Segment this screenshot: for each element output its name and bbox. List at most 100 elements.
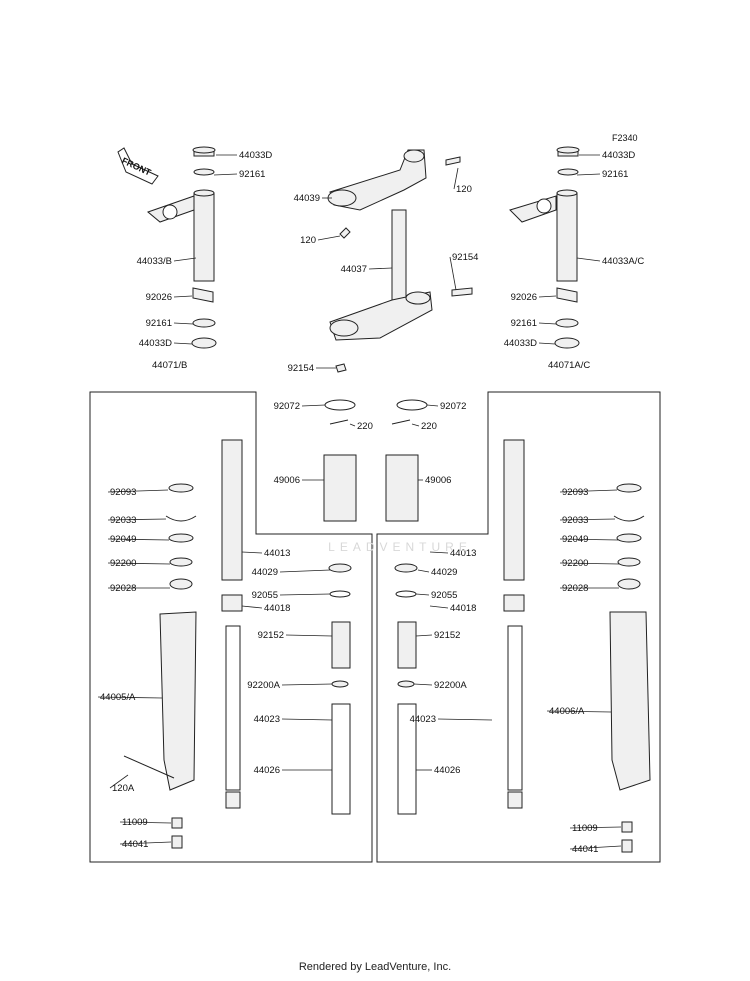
part-label-92072[interactable]: 92072 — [274, 401, 300, 412]
part-label-44041[interactable]: 44041 — [122, 839, 148, 850]
svg-text:44033A/C: 44033A/C — [602, 256, 644, 267]
svg-text:92055: 92055 — [252, 590, 278, 601]
leader-line — [546, 710, 612, 713]
footer-text: Rendered by LeadVenture, Inc. — [298, 961, 452, 973]
leader-line — [569, 826, 622, 829]
part-label-92161[interactable]: 92161 — [511, 318, 537, 329]
part-label-92154[interactable]: 92154 — [452, 252, 478, 263]
part-label-220[interactable]: 220 — [357, 421, 373, 432]
fork-springs-right — [394, 563, 418, 815]
svg-text:44033D: 44033D — [139, 338, 172, 349]
part-label-92055[interactable]: 92055 — [252, 590, 278, 601]
part-label-11009[interactable]: 11009 — [122, 817, 148, 828]
svg-text:92033: 92033 — [562, 515, 588, 526]
part-label-44006-a[interactable]: 44006/A — [549, 706, 585, 717]
leader-line — [281, 683, 333, 686]
part-label-49006[interactable]: 49006 — [425, 475, 451, 486]
svg-text:92200A: 92200A — [247, 680, 280, 691]
svg-text:92161: 92161 — [602, 169, 628, 180]
part-label-92026[interactable]: 92026 — [146, 292, 172, 303]
part-label-44026[interactable]: 44026 — [434, 765, 460, 776]
left-group-label[interactable]: 44071/B — [152, 360, 187, 371]
part-label-92049[interactable]: 92049 — [110, 534, 136, 545]
part-label-120[interactable]: 120 — [456, 184, 472, 195]
svg-text:120: 120 — [456, 184, 472, 195]
part-label-92033[interactable]: 92033 — [562, 515, 588, 526]
svg-text:92161: 92161 — [511, 318, 537, 329]
part-label-44033a-c[interactable]: 44033A/C — [602, 256, 644, 267]
part-label-220[interactable]: 220 — [421, 421, 437, 432]
part-label-44039[interactable]: 44039 — [294, 193, 320, 204]
svg-text:44037: 44037 — [341, 264, 367, 275]
svg-text:44041: 44041 — [122, 839, 148, 850]
leader-line — [107, 562, 171, 565]
svg-text:92093: 92093 — [110, 487, 136, 498]
part-label-49006[interactable]: 49006 — [274, 475, 300, 486]
right-group-label[interactable]: 44071A/C — [548, 360, 590, 371]
part-label-44023[interactable]: 44023 — [410, 714, 436, 725]
part-label-92049[interactable]: 92049 — [562, 534, 588, 545]
part-label-44023[interactable]: 44023 — [254, 714, 280, 725]
svg-text:220: 220 — [357, 421, 373, 432]
part-label-44029[interactable]: 44029 — [252, 567, 278, 578]
part-label-44026[interactable]: 44026 — [254, 765, 280, 776]
part-label-92161[interactable]: 92161 — [602, 169, 628, 180]
part-label-92152[interactable]: 92152 — [434, 630, 460, 641]
leader-line — [119, 841, 172, 845]
part-label-44029[interactable]: 44029 — [431, 567, 457, 578]
part-label-92200[interactable]: 92200 — [562, 558, 588, 569]
part-label-44033-b[interactable]: 44033/B — [137, 256, 172, 267]
svg-text:11009: 11009 — [572, 823, 598, 834]
leader-line — [107, 538, 170, 541]
part-label-44033d[interactable]: 44033D — [504, 338, 537, 349]
part-label-92026[interactable]: 92026 — [511, 292, 537, 303]
part-label-44033d[interactable]: 44033D — [602, 150, 635, 161]
part-label-92033[interactable]: 92033 — [110, 515, 136, 526]
part-label-92161[interactable]: 92161 — [239, 169, 265, 180]
part-label-92072[interactable]: 92072 — [440, 401, 466, 412]
part-label-92093[interactable]: 92093 — [110, 487, 136, 498]
part-label-44033d[interactable]: 44033D — [139, 338, 172, 349]
right-group-box — [376, 391, 661, 863]
part-label-44018[interactable]: 44018 — [264, 603, 290, 614]
part-label-92200a[interactable]: 92200A — [434, 680, 467, 691]
part-label-92161[interactable]: 92161 — [146, 318, 172, 329]
leader-line — [119, 821, 172, 824]
steering-stem — [329, 209, 473, 373]
svg-text:92152: 92152 — [258, 630, 284, 641]
part-label-44013[interactable]: 44013 — [264, 548, 290, 559]
svg-text:92093: 92093 — [562, 487, 588, 498]
svg-text:92026: 92026 — [511, 292, 537, 303]
svg-text:44033D: 44033D — [239, 150, 272, 161]
leader-line — [415, 634, 433, 637]
svg-text:44029: 44029 — [431, 567, 457, 578]
leader-line — [429, 551, 449, 554]
part-label-92200[interactable]: 92200 — [110, 558, 136, 569]
leader-line — [415, 593, 430, 596]
part-label-120a[interactable]: 120A — [112, 783, 135, 794]
part-label-92200a[interactable]: 92200A — [247, 680, 280, 691]
svg-text:92200: 92200 — [562, 558, 588, 569]
part-label-44041[interactable]: 44041 — [572, 844, 598, 855]
svg-text:44018: 44018 — [264, 603, 290, 614]
part-label-92055[interactable]: 92055 — [431, 590, 457, 601]
part-label-44037[interactable]: 44037 — [341, 264, 367, 275]
part-label-92028[interactable]: 92028 — [562, 583, 588, 594]
svg-text:92161: 92161 — [146, 318, 172, 329]
part-label-92154[interactable]: 92154 — [288, 363, 314, 374]
part-label-120[interactable]: 120 — [300, 235, 316, 246]
leader-line — [109, 774, 129, 789]
part-label-44013[interactable]: 44013 — [450, 548, 476, 559]
svg-text:92154: 92154 — [288, 363, 314, 374]
svg-text:44013: 44013 — [450, 548, 476, 559]
part-label-44018[interactable]: 44018 — [450, 603, 476, 614]
part-label-92093[interactable]: 92093 — [562, 487, 588, 498]
part-label-44005-a[interactable]: 44005/A — [100, 692, 136, 703]
leader-line — [368, 267, 393, 270]
leader-line — [417, 569, 430, 573]
part-label-11009[interactable]: 11009 — [572, 823, 598, 834]
part-label-44033d[interactable]: 44033D — [239, 150, 272, 161]
leader-line — [281, 718, 333, 721]
part-label-92152[interactable]: 92152 — [258, 630, 284, 641]
part-label-92028[interactable]: 92028 — [110, 583, 136, 594]
